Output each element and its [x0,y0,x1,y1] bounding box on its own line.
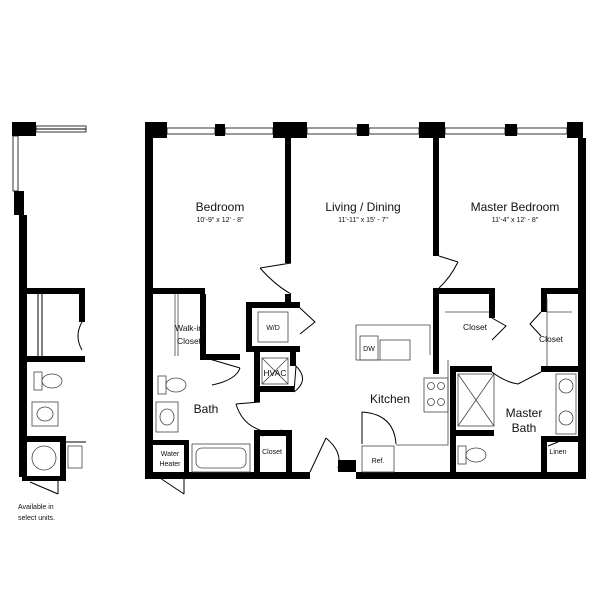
availability-note-line2: select units. [18,515,55,522]
label-walkin-closet-2: Closet [177,336,202,346]
room-name-bedroom: Bedroom [196,200,245,214]
label-closet-bath: Closet [262,449,282,456]
unit-walls [145,122,586,479]
room-dims-living: 11'-11" x 15' - 7" [338,217,388,224]
label-water-heater-1: Water [161,451,180,458]
room-name-master-bedroom: Master Bedroom [471,200,560,214]
room-dims-master-bedroom: 11'-4" x 12' - 8" [492,217,539,224]
label-kitchen: Kitchen [370,392,410,406]
label-dishwasher: DW [363,346,375,353]
label-washer-dryer: W/D [266,325,280,332]
doors [159,255,559,495]
label-water-heater-2: Heater [159,461,181,468]
alternate-plan-partial [12,122,87,495]
label-walkin-closet-1: Walk-in [175,323,203,333]
label-hvac: HVAC [264,368,287,378]
label-master-bath-2: Bath [512,421,537,435]
room-name-living: Living / Dining [325,200,400,214]
availability-note-line1: Available in [18,504,54,511]
room-dims-bedroom: 10'-9" x 12' - 8" [197,217,244,224]
label-bath: Bath [194,402,219,416]
label-closet-master-2: Closet [539,334,564,344]
label-closet-master-1: Closet [463,322,488,332]
label-master-bath-1: Master [506,406,543,420]
label-linen: Linen [549,449,566,456]
fixtures [155,294,577,473]
label-refrigerator: Ref. [372,458,385,465]
